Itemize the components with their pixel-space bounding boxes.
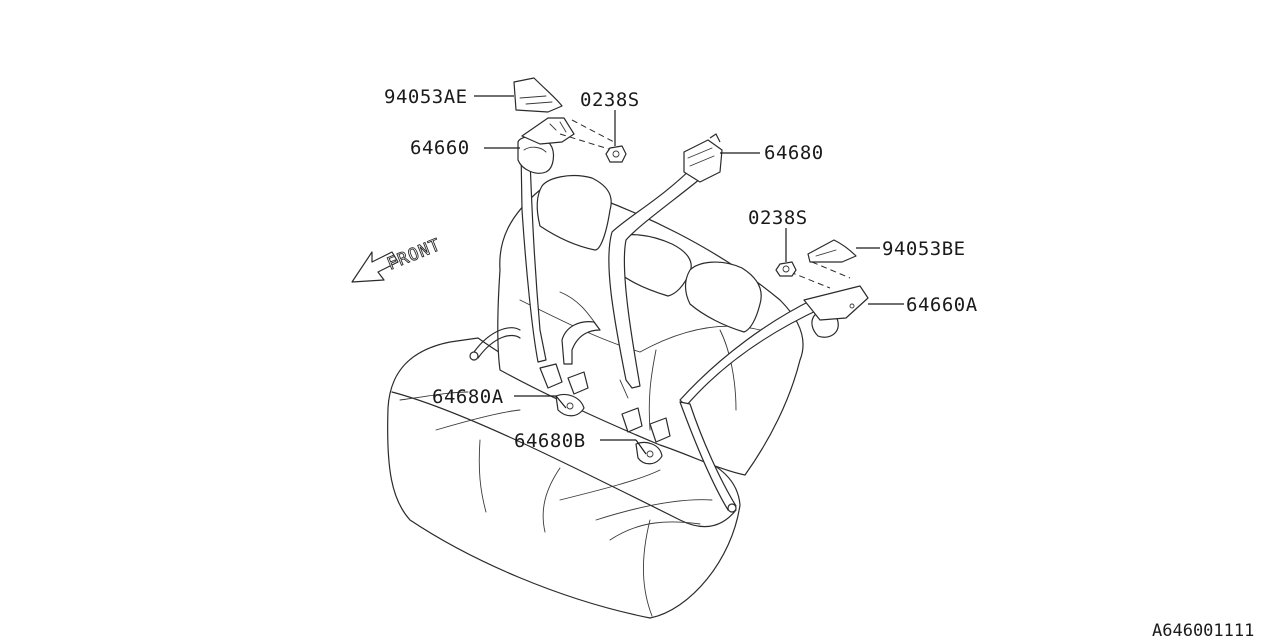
seat-cushion xyxy=(387,337,741,619)
callout-64680A: 64680A xyxy=(432,386,504,408)
left-bracket xyxy=(521,117,575,145)
callout-64660: 64660 xyxy=(410,137,470,159)
bracket-cover-left xyxy=(513,77,563,113)
left-outboard-belt xyxy=(517,117,615,363)
callout-94053BE: 94053BE xyxy=(882,238,966,260)
callout-0238S-left: 0238S xyxy=(580,89,640,111)
callout-0238S-right: 0238S xyxy=(748,207,808,229)
nut-left xyxy=(605,145,627,163)
right-bracket xyxy=(803,285,869,321)
right-buckle-assembly xyxy=(619,379,671,465)
nut-right xyxy=(775,261,797,277)
callout-64680: 64680 xyxy=(764,142,824,164)
front-arrow-icon xyxy=(351,251,399,283)
left-buckle-assembly xyxy=(469,321,601,417)
callout-64660A: 64660A xyxy=(906,294,978,316)
leader-lines xyxy=(474,95,904,455)
headrest-right xyxy=(684,261,762,333)
diagram-id: A646001111 xyxy=(1152,621,1254,640)
callout-94053AE: 94053AE xyxy=(384,86,468,108)
right-outboard-belt xyxy=(679,261,869,513)
callout-64680B: 64680B xyxy=(514,430,586,452)
center-belt xyxy=(608,133,723,389)
headrest-left xyxy=(536,174,612,251)
front-label: FRONT xyxy=(384,235,444,275)
